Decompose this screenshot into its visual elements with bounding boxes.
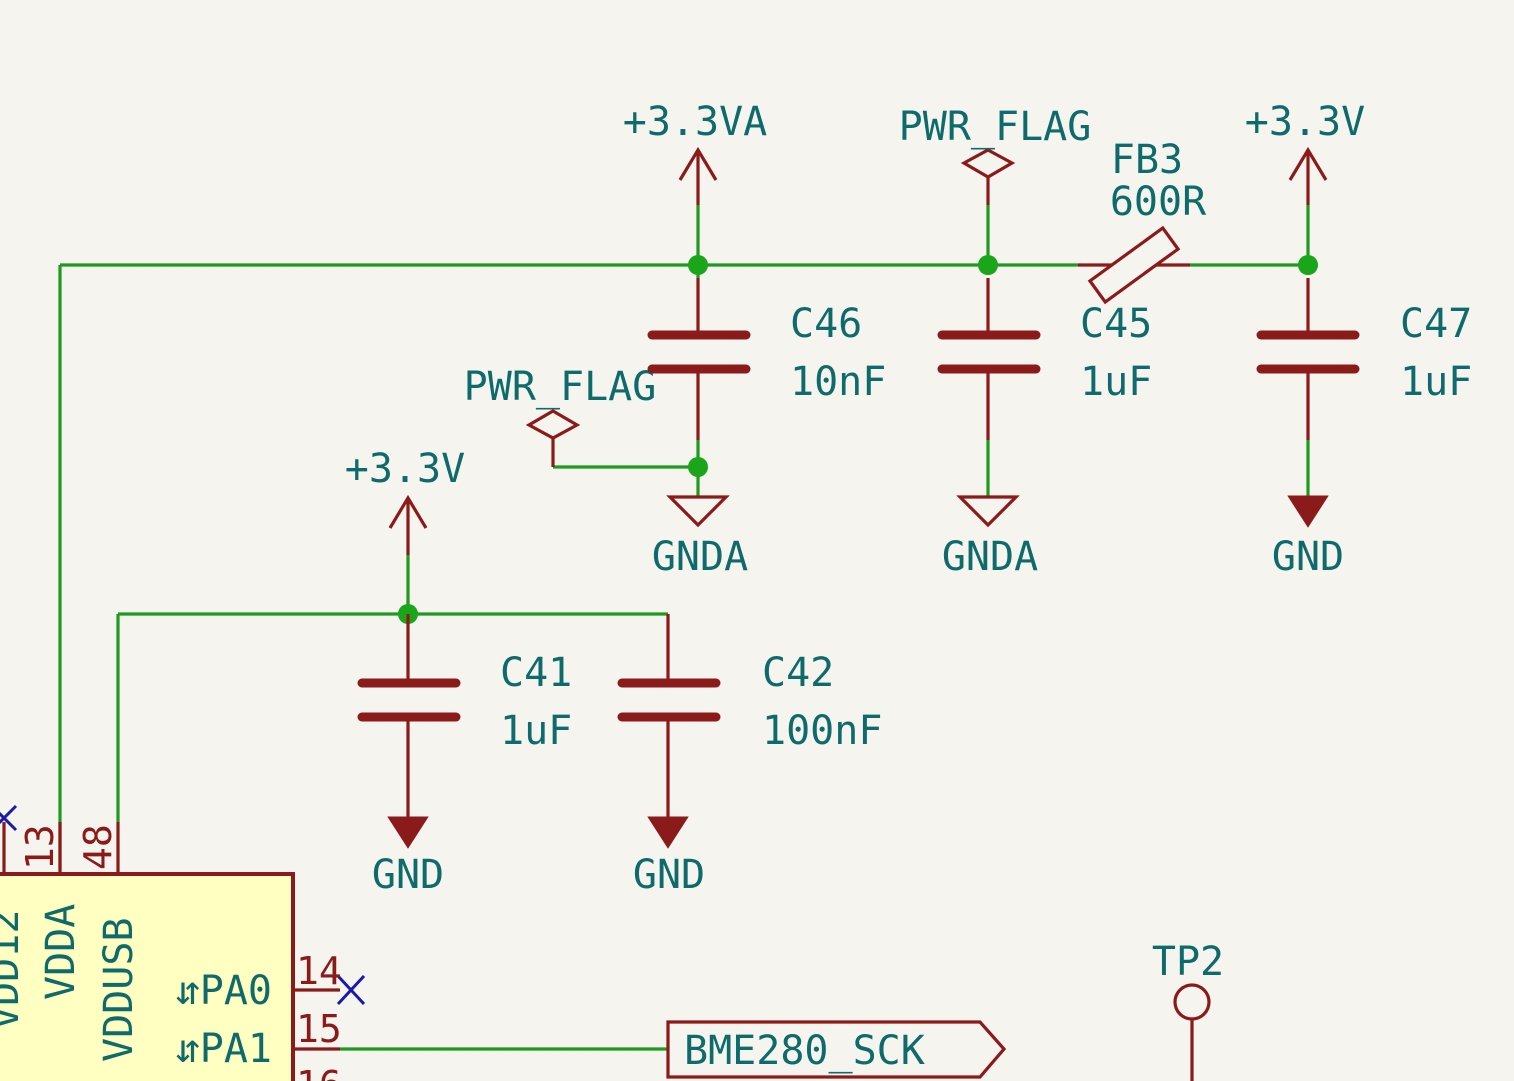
pwr-flag-mid[interactable]: PWR_FLAG — [464, 364, 657, 467]
tp2-ref: TP2 — [1152, 939, 1224, 985]
test-point-tp2[interactable]: TP2 — [1152, 939, 1224, 1081]
pin-48-number: 48 — [76, 824, 120, 870]
no-connect-marker-top — [0, 804, 18, 832]
mcu-body — [0, 872, 295, 1081]
pin-vddusb-name: VDDUSB — [96, 918, 142, 1063]
gnda-1-label: GNDA — [652, 534, 748, 580]
capacitor-c42[interactable]: C42 100nF — [617, 614, 882, 820]
capacitor-c47[interactable]: C47 1uF — [1256, 278, 1472, 440]
gnd-c41-label: GND — [372, 852, 444, 898]
pin-vdd12-name: VDD12 — [0, 910, 28, 1030]
gnda-symbol-2[interactable]: GNDA — [942, 495, 1038, 580]
vdd-left-label: +3.3V — [345, 446, 465, 492]
gnd-symbol-right[interactable]: GND — [1272, 495, 1344, 580]
gnd-c42-label: GND — [633, 852, 705, 898]
capacitor-c45[interactable]: C45 1uF — [937, 278, 1152, 440]
gnd-right-label: GND — [1272, 534, 1344, 580]
capacitor-c46[interactable]: C46 10nF — [647, 278, 886, 440]
c41-ref: C41 — [500, 650, 572, 696]
gnda-2-label: GNDA — [942, 534, 1038, 580]
gnd-symbol-c42[interactable]: GND — [633, 816, 705, 898]
pwr-flag-top[interactable]: PWR_FLAG — [899, 104, 1092, 205]
tp2-pad — [1173, 983, 1211, 1021]
pin-pa0-name: ⇵PA0 — [176, 968, 272, 1014]
pin-14-number: 14 — [296, 949, 342, 993]
c41-value: 1uF — [500, 708, 572, 754]
fb3-value: 600R — [1110, 179, 1207, 225]
c46-value: 10nF — [790, 359, 886, 405]
c46-ref: C46 — [790, 301, 862, 347]
pin-pa1-name: ⇵PA1 — [176, 1026, 272, 1072]
pin-13-number: 13 — [18, 824, 62, 870]
ferrite-bead-fb3[interactable]: FB3 600R — [1078, 137, 1207, 305]
bme280-sck-label: BME280_SCK — [684, 1028, 925, 1074]
c47-value: 1uF — [1400, 359, 1472, 405]
fb3-ref: FB3 — [1111, 137, 1183, 183]
c45-ref: C45 — [1080, 301, 1152, 347]
c47-ref: C47 — [1400, 301, 1472, 347]
vdd-right-label: +3.3V — [1245, 99, 1365, 145]
pin-16-number: 16 — [296, 1063, 342, 1081]
mcu-symbol[interactable]: 13 48 14 15 16 VDD12 VDDA VDDUSB ⇵PA0 ⇵P… — [0, 804, 366, 1081]
pwr-flag-mid-label: PWR_FLAG — [464, 364, 657, 410]
c42-value: 100nF — [762, 708, 882, 754]
vdda-top-label: +3.3VA — [623, 99, 768, 145]
c42-ref: C42 — [762, 650, 834, 696]
gnda-symbol-1[interactable]: GNDA — [652, 495, 748, 580]
net-label-bme280-sck[interactable]: BME280_SCK — [666, 1020, 1007, 1079]
pwr-flag-top-label: PWR_FLAG — [899, 104, 1092, 150]
vdd-left-symbol[interactable]: +3.3V — [345, 446, 465, 555]
no-connect-marker-pa0 — [336, 974, 366, 1006]
capacitor-c41[interactable]: C41 1uF — [357, 614, 572, 820]
pin-15-number: 15 — [296, 1007, 342, 1051]
vdd-right-symbol[interactable]: +3.3V — [1245, 99, 1365, 205]
gnd-symbol-c41[interactable]: GND — [372, 816, 444, 898]
vdda-top-symbol[interactable]: +3.3VA — [623, 99, 768, 205]
pin-vdda-name: VDDA — [38, 904, 84, 1000]
c45-value: 1uF — [1080, 359, 1152, 405]
wires — [58, 205, 1310, 1051]
